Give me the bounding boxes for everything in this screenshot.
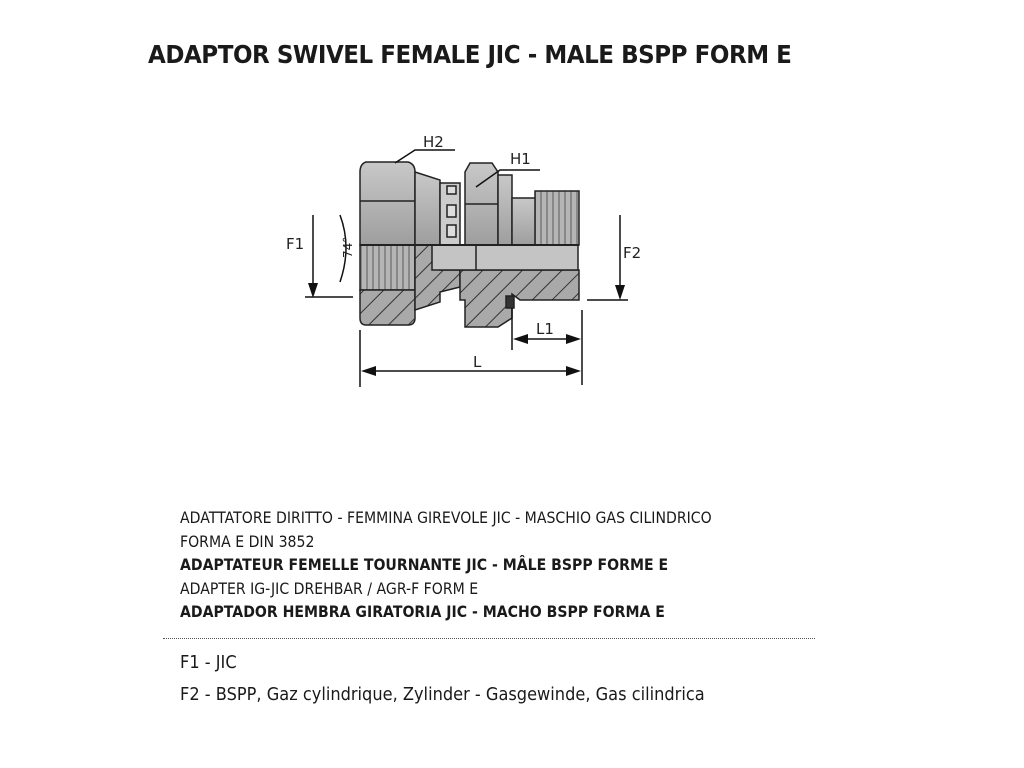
neck (511, 197, 537, 246)
label-l1: L1 (536, 320, 554, 338)
body-section (459, 269, 580, 328)
cone (414, 170, 441, 246)
label-f1: F1 (286, 235, 304, 253)
label-h2: H2 (423, 133, 444, 151)
thread-f2: F2 - BSPP, Gaz cylindrique, Zylinder - G… (180, 684, 705, 705)
dotted-separator (163, 638, 815, 639)
female-thread (359, 244, 416, 291)
description-de: ADAPTER IG-JIC DREHBAR / AGR-F FORM E (180, 578, 479, 598)
male-thread (534, 190, 580, 246)
label-angle: 74° (341, 237, 355, 258)
collar (497, 174, 513, 246)
description-it: ADATTATORE DIRITTO - FEMMINA GIREVOLE JI… (180, 508, 712, 527)
thread-f1: F1 - JIC (180, 652, 237, 673)
description-es: ADAPTADOR HEMBRA GIRATORIA JIC - MACHO B… (180, 602, 665, 621)
label-h1: H1 (510, 150, 531, 168)
label-l: L (473, 353, 482, 371)
page-title: ADAPTOR SWIVEL FEMALE JIC - MALE BSPP FO… (148, 40, 792, 69)
h2-nut-lower (359, 289, 416, 326)
label-f2: F2 (623, 244, 641, 262)
marking-1 (446, 185, 457, 195)
description-it-2: FORMA E DIN 3852 (180, 531, 315, 551)
o-ring (505, 295, 515, 309)
descriptions: ADATTATORE DIRITTO - FEMMINA GIREVOLE JI… (180, 506, 712, 624)
h2-nut-upper (359, 161, 416, 246)
marking-2 (446, 204, 457, 218)
bore (431, 244, 579, 271)
marking-3 (446, 224, 457, 238)
description-fr: ADAPTATEUR FEMELLE TOURNANTE JIC - MÂLE … (180, 555, 669, 574)
